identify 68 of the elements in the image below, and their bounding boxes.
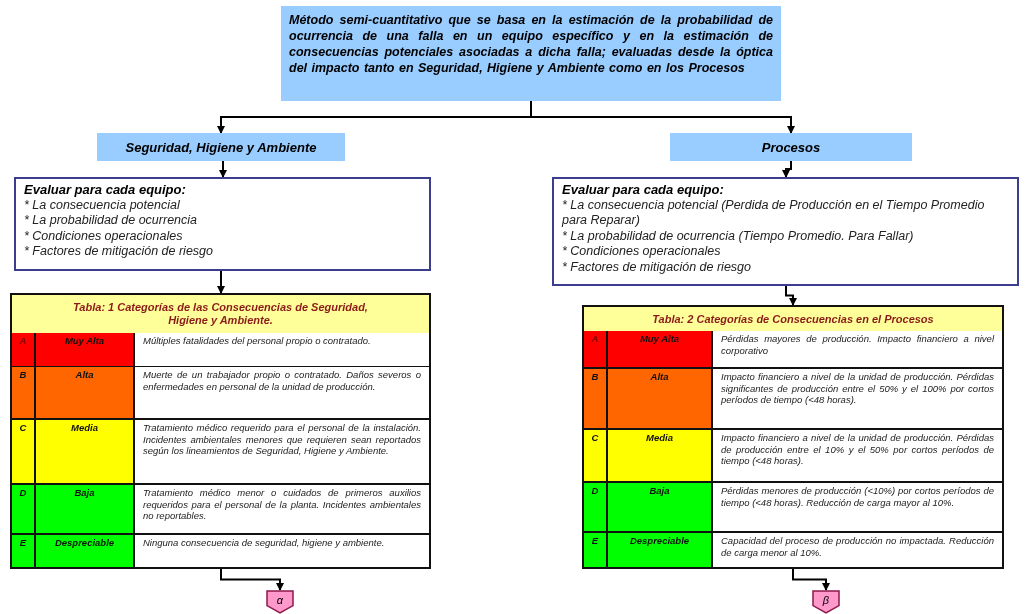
checklist-text: * Factores de mitigación de riesgo [24, 244, 214, 260]
arrow [217, 270, 225, 294]
description-text: Pérdidas mayores de producción. Impacto financiero a nivel corporativo [713, 331, 1002, 367]
arrow [220, 568, 284, 591]
arrow [530, 100, 795, 134]
description-text: Tratamiento médico menor o cuidados de primeros auxilios requeridos para el personal de la planta. Incidentes ambientales no reportables. [135, 485, 429, 533]
description-text: Impacto financiero a nivel de la unidad de producción. Pérdidas de producción entre el 10% y el 50% por cortos períodos de tiempo (<48 horas). [713, 430, 1002, 481]
checklist-text: Evaluar para cada equipo: [24, 182, 187, 198]
table-row [584, 331, 1002, 367]
checklist-text: Evaluar para cada equipo: [562, 182, 725, 198]
checklist-text: * La probabilidad de ocurrencia (Tiempo Promedio. Para Fallar) [562, 228, 915, 244]
off-page-connector: β [812, 590, 840, 614]
description-text: Capacidad del proceso de producción no impactada. Reducción de carga menor al 10%. [713, 533, 1002, 567]
checklist-text: * La probabilidad de ocurrencia [24, 213, 199, 229]
grade-letter: A [12, 333, 34, 366]
description-text: Impacto financiero a nivel de la unidad de producción. Pérdidas significantes de producción entre el 50% y el 100% por cortos períodos de tiempo (<48 horas). [713, 369, 1002, 428]
grade-letter: B [12, 367, 34, 418]
consequence-table [582, 305, 1004, 569]
grade-letter: C [12, 420, 34, 483]
category-box: Seguridad, Higiene y Ambiente [97, 133, 345, 161]
consequence-table [10, 293, 431, 569]
description-text: Pérdidas menores de producción (<10%) por cortos períodos de tiempo (<48 horas). Reducción de carga mayor al 10%. [713, 483, 1002, 531]
table-row [584, 369, 1002, 428]
arrow [785, 285, 797, 306]
description-text: Muerte de un trabajador propio o contratado. Daños severos o enfermedades en personal de la unidad de producción. [135, 367, 429, 418]
process-box: Método semi-cuantitativo que se basa en la estimación de la probabilidad de ocurrencia de una falla en un equipo específico y en la estimación de consecuencias potenciales asociadas a dicha falla; evaluadas desde la óptica del impacto tanto en Seguridad, Higiene y Ambiente como en los Procesos [281, 6, 781, 101]
table-row [12, 333, 429, 366]
table-row [12, 367, 429, 418]
severity-level: Alta [608, 369, 711, 428]
severity-level: Muy Alta [608, 331, 711, 367]
grade-letter: B [584, 369, 606, 428]
severity-level: Media [36, 420, 133, 483]
table-row [584, 533, 1002, 567]
grade-letter: E [584, 533, 606, 567]
off-page-connector: α [266, 590, 294, 614]
severity-level: Alta [36, 367, 133, 418]
checklist-text: * La consecuencia potencial (Perdida de Producción en el Tiempo Promedio para Reparar) [562, 197, 986, 229]
grade-letter: A [584, 331, 606, 367]
grade-letter: D [12, 485, 34, 533]
severity-level: Baja [36, 485, 133, 533]
table-row [12, 485, 429, 533]
description-text: Ninguna consecuencia de seguridad, higiene y ambiente. [135, 535, 429, 567]
severity-level: Muy Alta [36, 333, 133, 366]
checklist-text: * Factores de mitigación de riesgo [562, 259, 752, 275]
severity-level: Despreciable [608, 533, 711, 567]
arrow [792, 568, 830, 591]
checklist-text: * La consecuencia potencial [24, 197, 181, 213]
checklist-text: * Condiciones operacionales [562, 244, 722, 260]
description-text: Múltiples fatalidades del personal propio o contratado. [135, 333, 429, 366]
grade-letter: D [584, 483, 606, 531]
grade-letter: C [584, 430, 606, 481]
checklist-text: * Condiciones operacionales [24, 228, 184, 244]
arrow [782, 160, 792, 178]
checklist-box [552, 177, 1019, 286]
table-title: Tabla: 1 Categorías de las Consecuencias de Seguridad, Higiene y Ambiente. [12, 295, 429, 333]
table-row [584, 430, 1002, 481]
grade-letter: E [12, 535, 34, 567]
checklist-box [14, 177, 431, 271]
arrow [219, 160, 227, 178]
table-row [584, 483, 1002, 531]
table-row [12, 535, 429, 567]
table-row [12, 420, 429, 483]
table-title: Tabla: 2 Categorías de Consecuencias en el Procesos [584, 307, 1002, 331]
severity-level: Baja [608, 483, 711, 531]
category-box: Procesos [670, 133, 912, 161]
severity-level: Media [608, 430, 711, 481]
description-text: Tratamiento médico requerido para el personal de la instalación. Incidentes ambientales menores que requieren sean reportados según los lineamientos de Seguridad, Higiene y Ambiente. [135, 420, 429, 483]
severity-level: Despreciable [36, 535, 133, 567]
